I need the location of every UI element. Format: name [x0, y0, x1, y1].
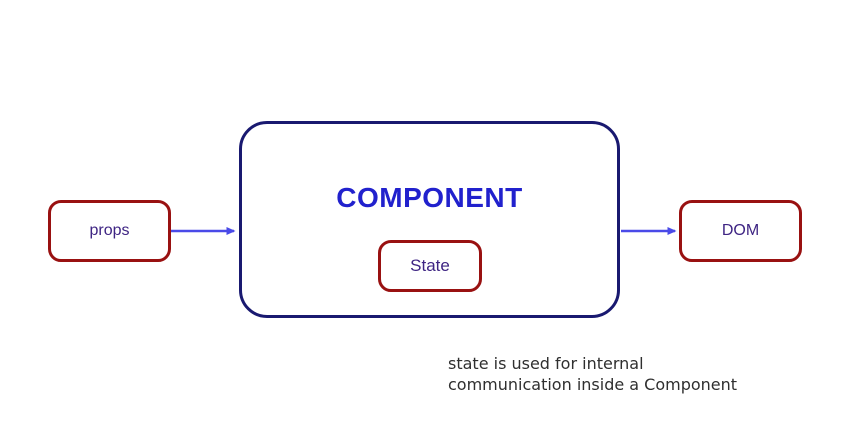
caption: state is used for internal communication… — [448, 353, 737, 395]
caption-line-2: communication inside a Component — [448, 375, 738, 394]
props-node: props — [48, 200, 171, 262]
dom-node-label: DOM — [721, 222, 760, 239]
dom-node: DOM — [679, 200, 802, 262]
state-node: State — [378, 240, 482, 292]
props-node-label: props — [89, 222, 130, 239]
caption-line-1: state is used for internal — [448, 354, 644, 373]
component-node-label: COMPONENT — [336, 182, 523, 213]
state-node-label: State — [410, 256, 450, 275]
